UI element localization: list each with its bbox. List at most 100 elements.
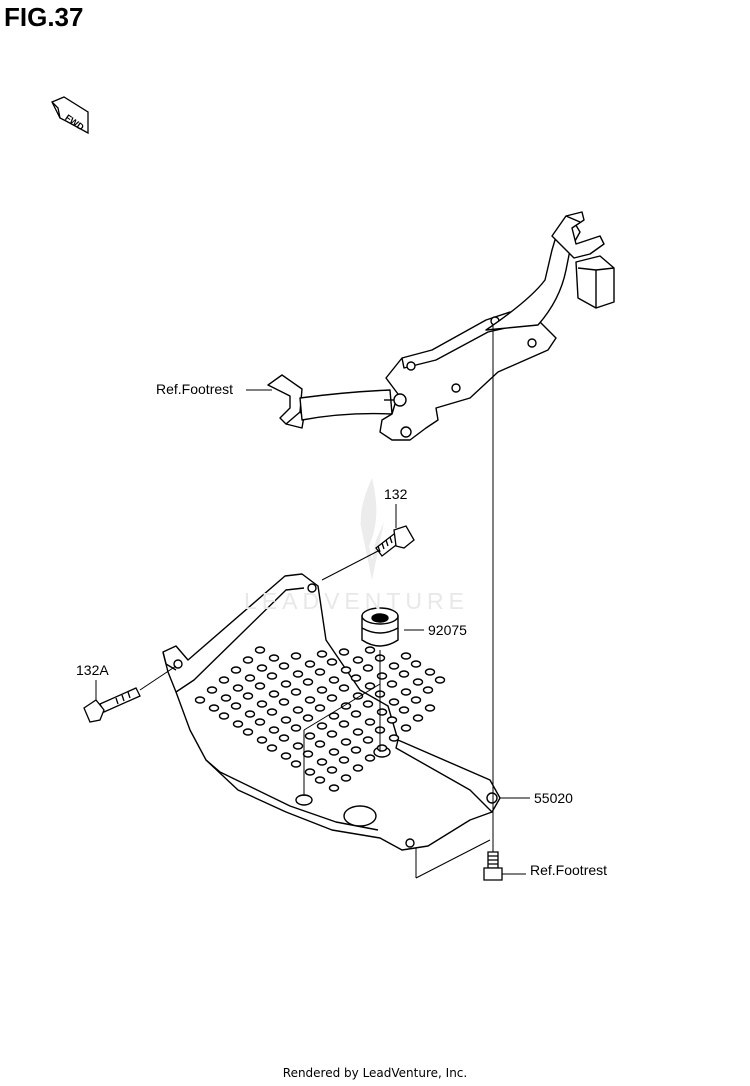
- perforation-hole: [338, 756, 350, 764]
- perforation-hole: [338, 720, 350, 728]
- callout-92075[interactable]: 92075: [428, 622, 467, 638]
- perforation-hole: [364, 682, 376, 690]
- perforation-hole: [244, 674, 256, 682]
- perforation-hole: [256, 700, 268, 708]
- perforation-hole: [314, 668, 326, 676]
- perforation-hole: [278, 698, 290, 706]
- perforation-hole: [352, 656, 364, 664]
- perforation-hole: [230, 702, 242, 710]
- perforation-hole: [316, 722, 328, 730]
- perforation-hole: [292, 670, 304, 678]
- perforation-hole: [304, 768, 316, 776]
- perforation-hole: [304, 660, 316, 668]
- perforation-hole: [266, 708, 278, 716]
- perforation-hole: [242, 692, 254, 700]
- perforation-hole: [280, 716, 292, 724]
- perforation-hole: [326, 658, 338, 666]
- perforation-hole: [218, 712, 230, 720]
- perforation-hole: [220, 694, 232, 702]
- perforation-hole: [362, 736, 374, 744]
- callout-55020[interactable]: 55020: [534, 790, 573, 806]
- perforation-hole: [364, 754, 376, 762]
- perforation-hole: [410, 696, 422, 704]
- perforation-hole: [352, 764, 364, 772]
- perforation-hole: [434, 676, 446, 684]
- perforation-hole: [254, 718, 266, 726]
- bushing-92075-drawing: [361, 607, 399, 647]
- perforation-hole: [338, 684, 350, 692]
- perforation-hole: [206, 686, 218, 694]
- perforation-hole: [352, 692, 364, 700]
- perforation-hole: [400, 652, 412, 660]
- perforation-hole: [316, 758, 328, 766]
- perforation-hole: [280, 752, 292, 760]
- perforation-hole: [304, 732, 316, 740]
- perforation-hole: [350, 710, 362, 718]
- perforation-hole: [316, 650, 328, 658]
- perforation-hole: [388, 734, 400, 742]
- perforation-hole: [364, 646, 376, 654]
- perforation-hole: [386, 716, 398, 724]
- perforation-hole: [412, 714, 424, 722]
- figure-title: FIG.37: [4, 2, 84, 32]
- perforation-hole: [292, 706, 304, 714]
- perforation-hole: [242, 656, 254, 664]
- perforation-hole: [268, 726, 280, 734]
- perforation-hole: [266, 672, 278, 680]
- perforation-hole: [256, 736, 268, 744]
- perforation-hole: [376, 672, 388, 680]
- perforation-hole: [412, 678, 424, 686]
- callout-132[interactable]: 132: [384, 486, 408, 502]
- perforation-hole: [362, 664, 374, 672]
- perforation-hole: [326, 766, 338, 774]
- perforation-hole: [232, 720, 244, 728]
- perforation-hole: [242, 728, 254, 736]
- perforation-hole: [364, 718, 376, 726]
- perforation-hole: [388, 662, 400, 670]
- perforation-hole: [350, 746, 362, 754]
- perforation-hole: [302, 678, 314, 686]
- callout-ref-footrest-top[interactable]: Ref.Footrest: [156, 381, 234, 397]
- perforation-hole: [328, 748, 340, 756]
- perforation-hole: [232, 684, 244, 692]
- perforation-hole: [256, 664, 268, 672]
- footrest-bracket-drawing: [267, 211, 615, 441]
- perforation-hole: [278, 662, 290, 670]
- perforation-hole: [304, 696, 316, 704]
- perforation-hole: [254, 682, 266, 690]
- perforation-hole: [350, 674, 362, 682]
- perforation-hole: [338, 648, 350, 656]
- perforation-hole: [302, 714, 314, 722]
- bolt-bottom-drawing: [483, 851, 503, 881]
- perforation-hole: [376, 744, 388, 752]
- perforation-hole: [280, 680, 292, 688]
- leader-lines: [95, 324, 530, 879]
- callout-132a[interactable]: 132A: [76, 662, 109, 678]
- perforation-hole: [244, 710, 256, 718]
- perforation-hole: [386, 680, 398, 688]
- perforation-hole: [314, 704, 326, 712]
- callout-ref-footrest-bottom[interactable]: Ref.Footrest: [530, 862, 608, 878]
- watermark-logo: [360, 478, 384, 580]
- perforation-hole: [290, 688, 302, 696]
- perforation-hole: [424, 668, 436, 676]
- perforation-hole: [326, 730, 338, 738]
- perforation-hole: [352, 728, 364, 736]
- perforation-hole: [398, 706, 410, 714]
- perforation-hole: [268, 690, 280, 698]
- bolt-132-drawing: [375, 525, 415, 557]
- perforation-hole: [218, 676, 230, 684]
- perforation-hole: [292, 742, 304, 750]
- perforation-hole: [230, 666, 242, 674]
- perforation-hole: [328, 676, 340, 684]
- perforation-hole: [398, 670, 410, 678]
- footer-credit: Rendered by LeadVenture, Inc.: [282, 1066, 468, 1080]
- perforation-hole: [410, 660, 422, 668]
- perforation-hole: [340, 738, 352, 746]
- perforation-hole: [328, 784, 340, 792]
- perforation-hole: [316, 686, 328, 694]
- bolt-132a-drawing: [83, 687, 141, 723]
- perforation-hole: [340, 666, 352, 674]
